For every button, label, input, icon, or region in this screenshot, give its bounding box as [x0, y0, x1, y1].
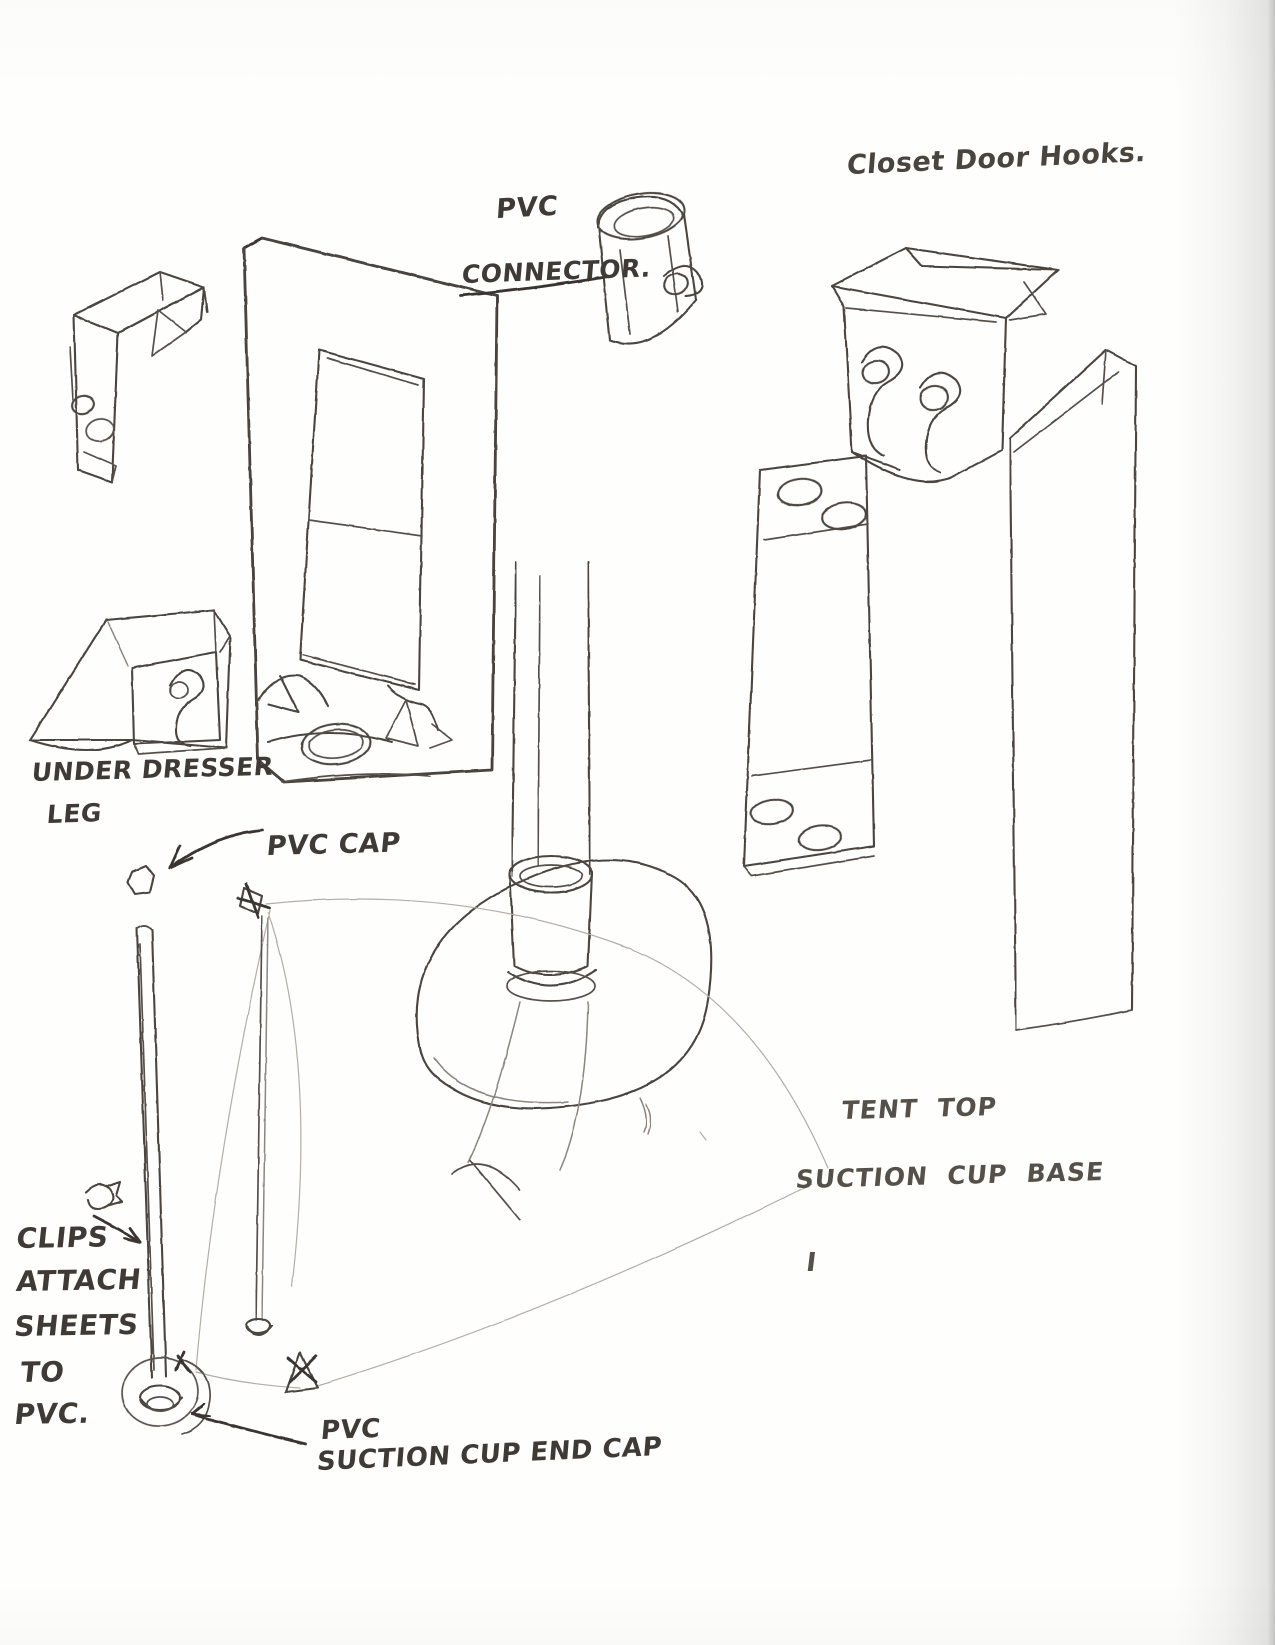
door-slab-far-right: [1008, 348, 1138, 1032]
door-panel-right: [742, 454, 876, 877]
annotation-clips: CLIPS: [14, 1220, 111, 1256]
endcap-callout-arrow: [174, 1350, 308, 1446]
annotation-tent-top: TENT TOP: [840, 1091, 999, 1126]
vertical-pvc-pole-left: [121, 924, 211, 1435]
annotation-attach: ATTACH: [14, 1262, 144, 1299]
vertical-pvc-pole-mid: [244, 915, 274, 1341]
closet-door-hook-right: [830, 246, 1060, 483]
closet-door-hook-left: [69, 270, 209, 484]
annotation-under-dresser: UNDER DRESSER: [30, 751, 275, 788]
tent-top-canopy: [415, 560, 713, 1221]
under-dresser-leg: [28, 608, 232, 755]
annotation-sheets: SHEETS: [12, 1307, 141, 1344]
pvc-cap-piece: [126, 828, 264, 896]
annotation-pvc-connector: CONNECTOR.: [460, 253, 653, 290]
annotation-to: TO: [18, 1355, 67, 1390]
annotation-pvc-bottom: PVC: [319, 1413, 382, 1447]
stray-marks: [645, 1103, 707, 1141]
annotation-pvc-left: PVC.: [12, 1396, 92, 1432]
tent-guy-lines: [195, 898, 829, 1389]
guy-line-clip: [236, 882, 272, 920]
clip-glyph: [84, 1180, 142, 1244]
annotation-leg: LEG: [45, 798, 104, 830]
pvc-connector-pipe: [458, 191, 704, 345]
stake-triangle: [284, 1350, 320, 1394]
annotation-pvc: PVC: [494, 190, 560, 226]
door-panel-center: [242, 236, 499, 784]
annotation-pvc-cap: PVC CAP: [265, 827, 403, 863]
